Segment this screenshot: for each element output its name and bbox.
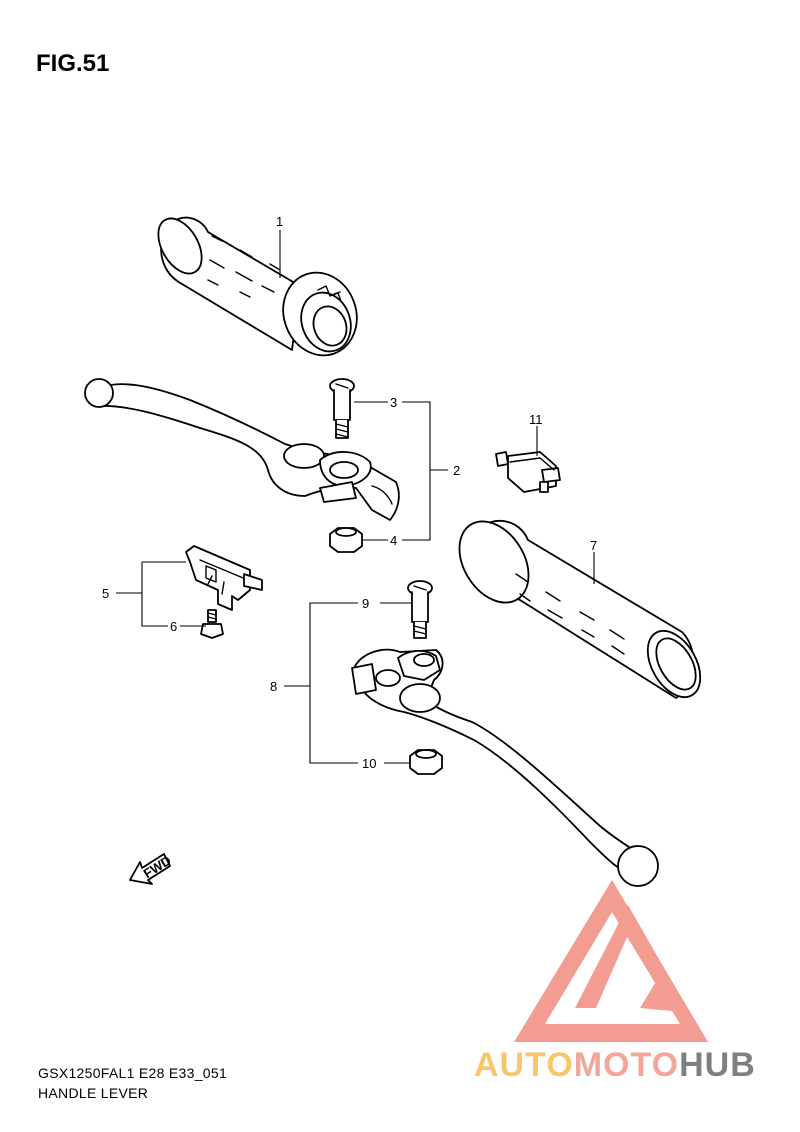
part-4-nut [329,527,363,553]
watermark-moto: MOTO [573,1046,680,1084]
part-8-brake-lever [351,648,659,887]
part-1-left-grip [157,216,358,357]
callout-numbers: 1 2 3 4 5 6 7 8 9 10 11 [102,214,597,771]
fwd-label: FWD [141,853,174,881]
part-3-pivot-bolt [329,378,355,439]
diagram-name-caption: HANDLE LEVER [38,1085,149,1101]
callout-1: 1 [276,214,283,229]
callout-6: 6 [170,619,177,634]
callout-4: 4 [390,533,397,548]
callout-11: 11 [529,412,543,427]
leader-lines [116,230,595,764]
callout-2: 2 [453,463,460,478]
callout-10: 10 [362,756,376,771]
watermark-hub: HUB [679,1046,756,1084]
part-9-pivot-bolt [407,580,433,639]
callout-8: 8 [270,679,277,694]
figure-title: FIG.51 [36,50,110,77]
part-11-switch [495,451,561,493]
part-2-clutch-lever [84,378,400,521]
watermark-auto: AUTO [474,1046,574,1084]
callout-5: 5 [102,586,109,601]
part-7-right-grip [458,520,702,699]
watermark-triangle-logo [514,880,708,1042]
automotohub-watermark: AUTOMOTOHUB [474,1046,756,1085]
part-6-screw [200,609,224,639]
callout-9: 9 [362,596,369,611]
fwd-arrow-icon: FWD [129,853,174,885]
callout-3: 3 [390,395,397,410]
model-code-caption: GSX1250FAL1 E28 E33_051 [38,1065,228,1081]
part-10-nut [409,749,443,775]
part-5-switch-bracket [185,545,263,611]
callout-7: 7 [590,538,597,553]
